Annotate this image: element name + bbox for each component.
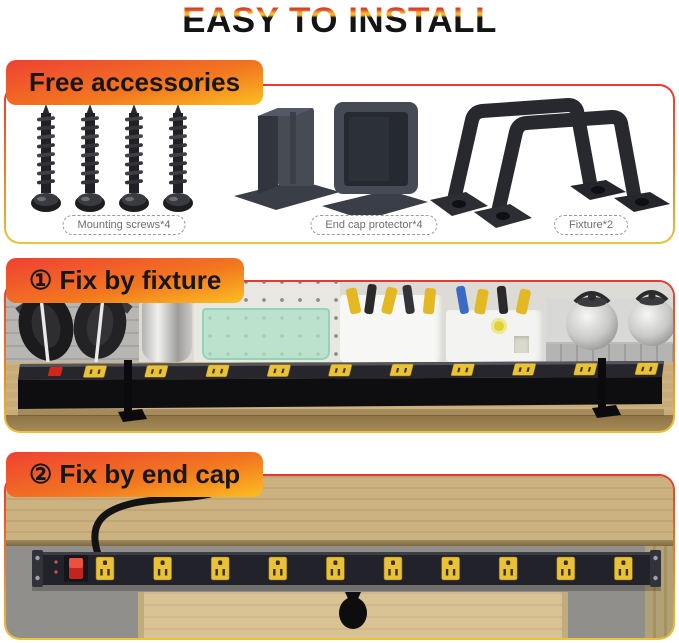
outlet <box>266 364 291 377</box>
water-bottle-image <box>142 298 192 362</box>
label-end-cap-protector: End cap protector*4 <box>310 215 438 235</box>
label-fixture: Fixture*2 <box>553 215 629 235</box>
free-accessories-badge: Free accessories <box>6 60 264 105</box>
outlet <box>634 362 659 376</box>
end-cap-right <box>650 550 661 587</box>
power-strip-endcap-image <box>32 484 661 629</box>
free-accessories-section: Mounting screws*4 End cap protector*4 Fi… <box>4 84 675 244</box>
stove-rack-front <box>546 344 673 362</box>
power-switch <box>64 555 88 582</box>
page-title: EASY TO INSTALL <box>0 0 679 42</box>
fix-by-fixture-photo <box>6 282 673 431</box>
desk-edge <box>6 540 673 547</box>
outlet <box>328 364 353 377</box>
outlet <box>326 556 345 581</box>
outlet <box>383 556 403 581</box>
ear-muffs-image <box>15 286 133 362</box>
outlet <box>441 556 460 581</box>
outlet <box>498 556 518 581</box>
free-accessories-content: Mounting screws*4 End cap protector*4 Fi… <box>6 86 673 242</box>
outlet <box>83 365 107 378</box>
bin-sticker <box>491 318 507 334</box>
end-cap-protector-image <box>234 102 428 220</box>
outlet <box>389 363 414 377</box>
power-strip-fixture-image <box>18 358 664 422</box>
outlet <box>205 364 230 378</box>
fixture-image <box>430 88 670 234</box>
label-mounting-screws: Mounting screws*4 <box>62 215 186 235</box>
mounting-bracket-left <box>118 360 147 422</box>
outlet <box>450 363 475 376</box>
end-cap-left <box>32 550 43 587</box>
power-cord <box>91 484 230 558</box>
outlet <box>144 364 169 378</box>
mounting-bracket-right <box>592 358 621 418</box>
outlet <box>556 556 576 581</box>
outlet <box>268 556 288 581</box>
cable-hole <box>339 592 367 629</box>
fix-by-end-cap-section <box>4 474 675 640</box>
outlet <box>512 363 537 376</box>
fix-by-end-cap-photo <box>6 476 673 638</box>
storage-basket-image <box>202 308 330 360</box>
outlet <box>210 556 230 581</box>
fix-by-fixture-section <box>4 280 675 433</box>
outlet <box>614 556 633 581</box>
outlet <box>573 362 598 376</box>
step2-badge: ② Fix by end cap <box>6 452 264 497</box>
mounting-screws-image <box>31 104 193 212</box>
step1-badge: ① Fix by fixture <box>6 258 245 303</box>
workbench-edge <box>6 415 673 431</box>
kettles-image <box>566 290 673 350</box>
bin-slot <box>514 336 529 353</box>
power-switch <box>47 367 63 376</box>
outlet <box>95 556 115 581</box>
tools-image <box>345 283 531 315</box>
outlet <box>153 556 172 581</box>
